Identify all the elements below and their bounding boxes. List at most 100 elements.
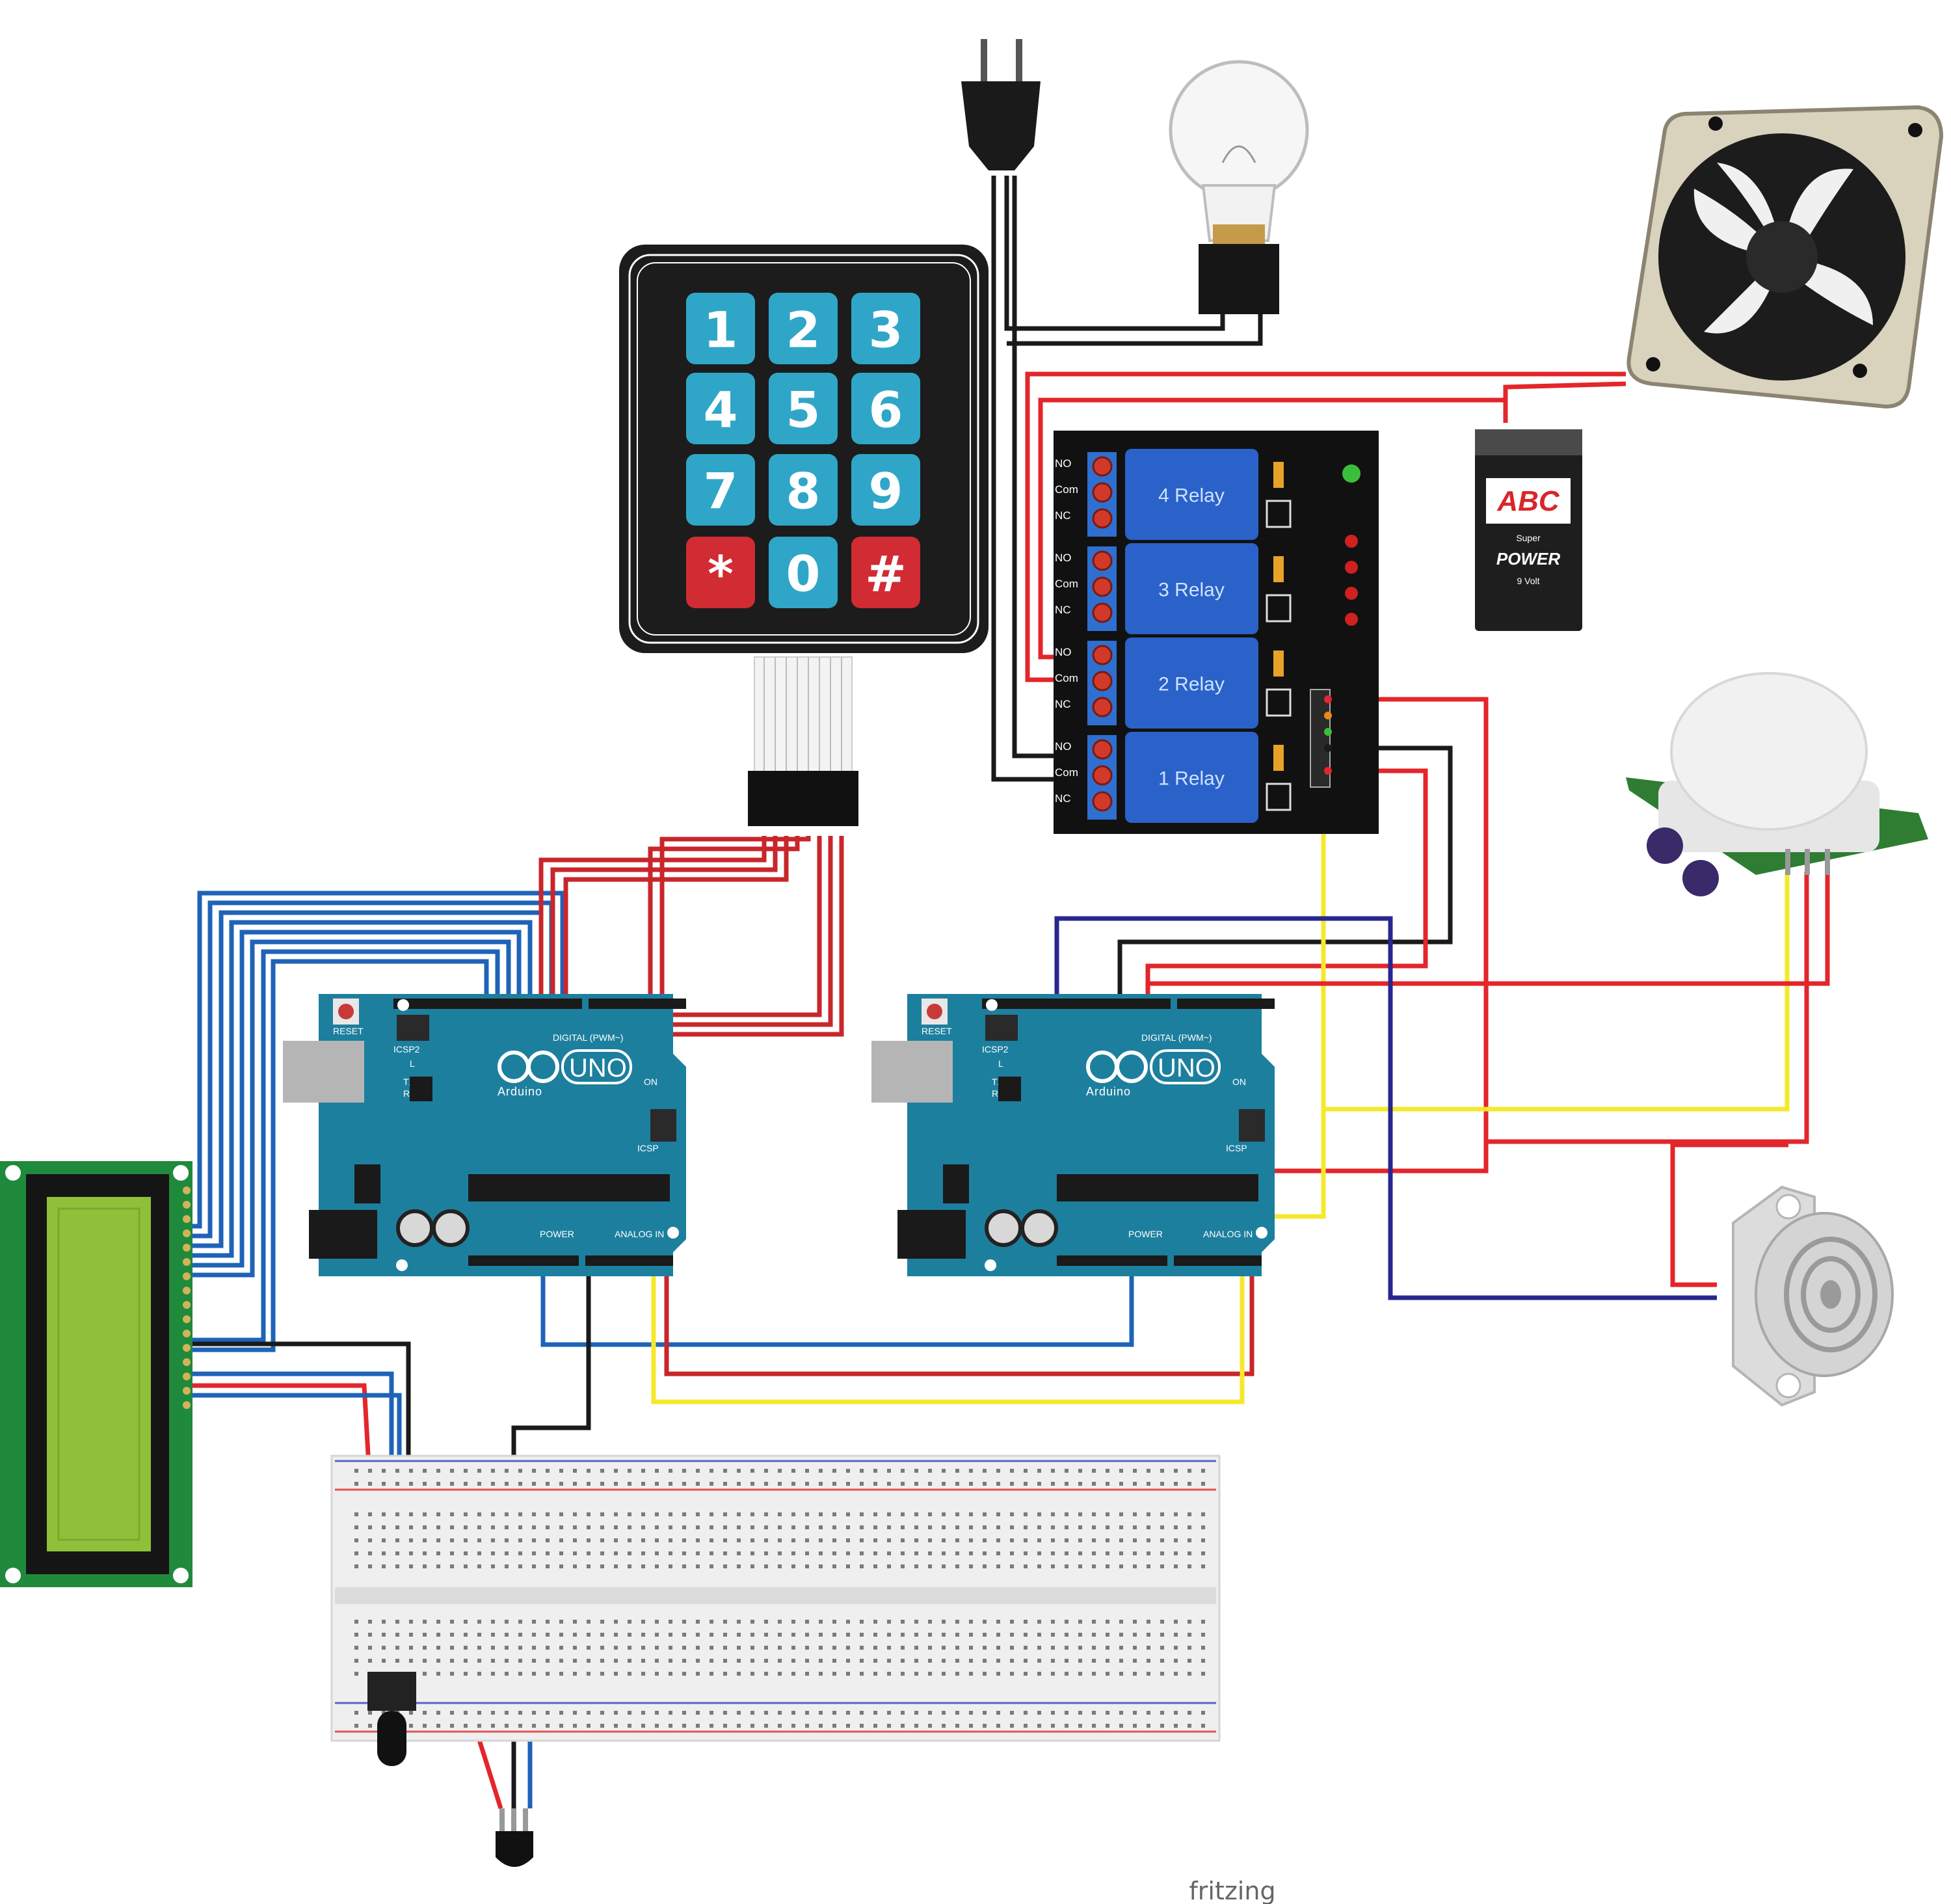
breadboard-hole	[914, 1724, 918, 1728]
power-led	[1342, 464, 1360, 483]
breadboard-hole	[942, 1564, 946, 1568]
breadboard-hole	[955, 1525, 959, 1529]
breadboard-hole	[368, 1525, 372, 1529]
breadboard-hole	[450, 1538, 454, 1542]
breadboard-hole	[846, 1646, 850, 1650]
power-label: POWER	[540, 1229, 574, 1239]
pir-pin	[1825, 849, 1830, 875]
breadboard-hole	[1106, 1620, 1109, 1624]
breadboard-hole	[819, 1469, 823, 1473]
keypad-key[interactable]	[769, 293, 838, 364]
breadboard-hole	[641, 1659, 645, 1663]
breadboard-hole	[955, 1646, 959, 1650]
breadboard-hole	[750, 1659, 754, 1663]
relay-coil	[1125, 637, 1258, 729]
relay-terminal-label: NC	[1055, 698, 1071, 710]
keypad-key[interactable]	[851, 537, 920, 608]
breadboard-hole	[395, 1538, 399, 1542]
lcd-mount-hole	[5, 1568, 21, 1583]
breadboard-hole	[1188, 1711, 1191, 1715]
buzzer-wire	[1670, 1142, 1788, 1287]
breadboard-hole	[505, 1482, 509, 1486]
breadboard-hole	[873, 1659, 877, 1663]
breadboard-hole	[696, 1620, 700, 1624]
breadboard-hole	[354, 1672, 358, 1676]
keypad-key[interactable]	[851, 373, 920, 444]
keypad-key[interactable]	[769, 373, 838, 444]
breadboard-hole	[996, 1564, 1000, 1568]
breadboard-hole	[587, 1525, 591, 1529]
breadboard-hole	[1119, 1659, 1123, 1663]
fan-screw	[1908, 123, 1922, 137]
relay-component	[1266, 688, 1292, 717]
breadboard-hole	[1037, 1672, 1041, 1676]
keypad-key[interactable]	[686, 537, 755, 608]
keypad-key[interactable]	[851, 293, 920, 364]
keypad-key[interactable]	[851, 454, 920, 526]
breadboard-hole	[983, 1551, 987, 1555]
breadboard-hole	[423, 1538, 427, 1542]
breadboard-hole	[409, 1633, 413, 1637]
breadboard-hole	[559, 1620, 563, 1624]
breadboard-hole	[778, 1564, 782, 1568]
breadboard-hole	[450, 1633, 454, 1637]
breadboard-hole	[983, 1724, 987, 1728]
breadboard-hole	[846, 1551, 850, 1555]
breadboard-hole	[1133, 1672, 1137, 1676]
breadboard-hole	[628, 1538, 631, 1542]
breadboard-hole	[696, 1724, 700, 1728]
breadboard-hole	[409, 1711, 413, 1715]
breadboard-hole	[614, 1646, 618, 1650]
breadboard-hole	[464, 1512, 468, 1516]
breadboard-hole	[464, 1724, 468, 1728]
breadboard-hole	[764, 1512, 768, 1516]
breadboard-hole	[1092, 1551, 1096, 1555]
breadboard-hole	[1106, 1551, 1109, 1555]
breadboard-hole	[791, 1711, 795, 1715]
header-pin	[1324, 767, 1332, 775]
breadboard-hole	[1092, 1538, 1096, 1542]
breadboard-hole	[1078, 1620, 1082, 1624]
breadboard-hole	[628, 1724, 631, 1728]
breadboard-hole	[354, 1482, 358, 1486]
relay-led	[1345, 613, 1358, 626]
breadboard-hole	[518, 1711, 522, 1715]
breadboard-hole	[819, 1482, 823, 1486]
breadboard-hole	[969, 1525, 973, 1529]
battery-wire	[1038, 397, 1508, 660]
breadboard-hole	[1092, 1469, 1096, 1473]
breadboard-hole	[669, 1482, 672, 1486]
breadboard-hole	[354, 1512, 358, 1516]
breadboard-hole	[1065, 1564, 1068, 1568]
breadboard-hole	[1037, 1620, 1041, 1624]
analog-header	[1174, 1255, 1262, 1266]
pir-capacitor	[1647, 827, 1683, 864]
keypad-key[interactable]	[769, 454, 838, 526]
breadboard-hole	[532, 1512, 536, 1516]
cooling-fan	[1626, 105, 1944, 409]
breadboard-hole	[559, 1672, 563, 1676]
breadboard-hole	[1078, 1724, 1082, 1728]
breadboard-hole	[723, 1538, 727, 1542]
breadboard-hole	[682, 1672, 686, 1676]
keypad-key[interactable]	[686, 293, 755, 364]
breadboard-hole	[587, 1711, 591, 1715]
keypad-key[interactable]	[686, 373, 755, 444]
lcd-char-area	[57, 1207, 140, 1541]
breadboard-hole	[436, 1551, 440, 1555]
pir-wire	[1148, 872, 1830, 986]
keypad-key[interactable]	[686, 454, 755, 526]
breadboard-hole	[436, 1620, 440, 1624]
breadboard-hole	[710, 1525, 713, 1529]
relay-component	[1266, 783, 1292, 811]
breadboard-hole	[764, 1633, 768, 1637]
breadboard-hole	[710, 1512, 713, 1516]
breadboard-hole	[723, 1659, 727, 1663]
breadboard-hole	[1078, 1564, 1082, 1568]
breadboard-hole	[901, 1469, 905, 1473]
breadboard-hole	[723, 1620, 727, 1624]
breadboard-hole	[1174, 1711, 1178, 1715]
breadboard-hole	[778, 1551, 782, 1555]
keypad-key[interactable]	[769, 537, 838, 608]
